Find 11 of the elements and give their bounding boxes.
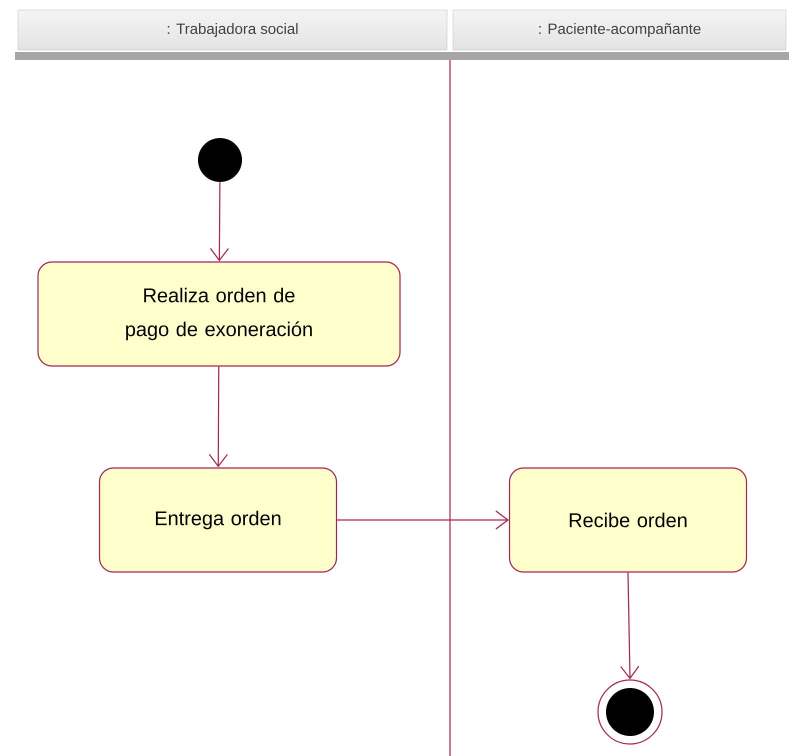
lane-header: : Paciente-acompañante: [452, 10, 786, 50]
arrow: [337, 510, 509, 530]
end-node: [597, 679, 663, 745]
activity-box: Entrega orden: [98, 467, 338, 573]
arrow: [210, 182, 229, 262]
lane-header: : Trabajadora social: [18, 10, 448, 50]
arrow: [620, 572, 640, 680]
arrow: [208, 366, 228, 468]
activity-box: Recibe orden: [508, 467, 748, 573]
activity-box: Realiza orden de pago de exoneración: [37, 261, 401, 367]
start-node: [198, 138, 242, 182]
